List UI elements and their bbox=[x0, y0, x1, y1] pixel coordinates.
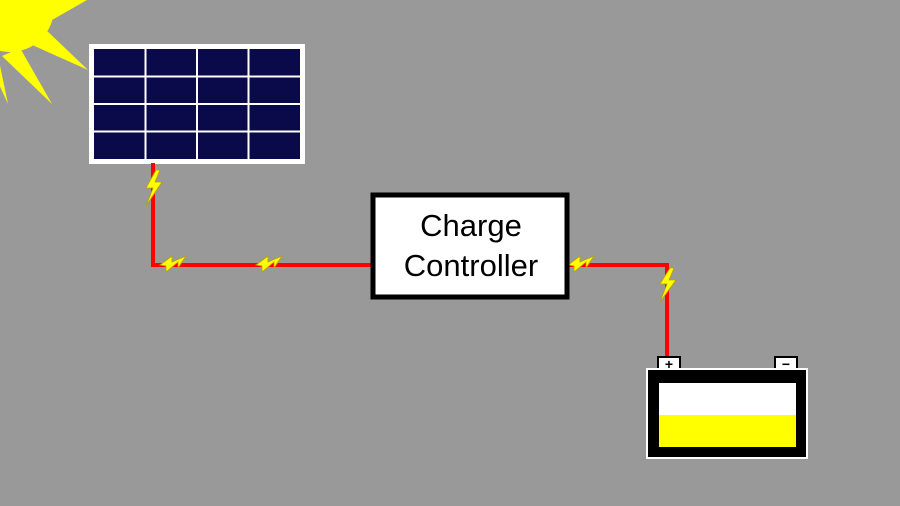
lightning-spark-icon bbox=[145, 169, 677, 303]
solar-panel-icon bbox=[89, 44, 305, 164]
negative-terminal-symbol: − bbox=[782, 356, 790, 372]
solar-panel-grid bbox=[94, 49, 300, 159]
charge-controller-label: Charge Controller bbox=[378, 200, 564, 292]
battery-empty-area bbox=[659, 383, 796, 415]
wire bbox=[151, 163, 669, 368]
charge-controller-line2: Controller bbox=[403, 248, 539, 283]
battery-icon: + − bbox=[646, 356, 808, 459]
charge-controller-line1: Charge bbox=[420, 208, 522, 243]
positive-terminal-symbol: + bbox=[665, 356, 673, 372]
sun-icon bbox=[0, 0, 88, 104]
charge-controller-box bbox=[370, 192, 570, 300]
battery-charge-level bbox=[659, 415, 796, 447]
